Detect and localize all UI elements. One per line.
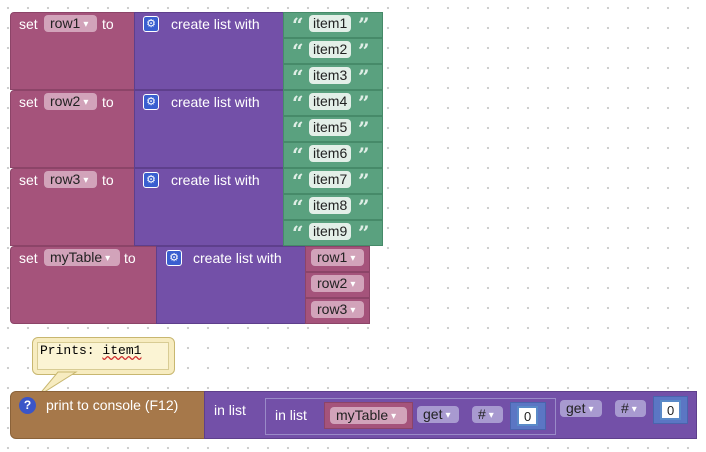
quote-close-icon: ” <box>358 169 370 193</box>
quote-close-icon: ” <box>358 91 370 115</box>
chevron-down-icon: ▾ <box>105 253 111 264</box>
get-mode-dropdown[interactable]: get▾ <box>560 400 602 417</box>
get-mode-dropdown[interactable]: get▾ <box>417 406 459 423</box>
quote-open-icon: “ <box>292 195 304 219</box>
to-label: to <box>102 172 114 188</box>
quote-open-icon: “ <box>292 221 304 245</box>
text-field[interactable]: item8 <box>309 197 352 214</box>
row2-variable-dropdown[interactable]: row2▾ <box>44 93 97 110</box>
gear-icon[interactable]: ⚙ <box>143 172 159 188</box>
quote-close-icon: ” <box>358 39 370 63</box>
chevron-down-icon: ▾ <box>588 404 594 415</box>
gear-icon[interactable]: ⚙ <box>143 94 159 110</box>
row-variable-dropdown[interactable]: row2▾ <box>311 275 364 292</box>
chevron-down-icon: ▾ <box>350 305 356 316</box>
quote-open-icon: “ <box>292 39 304 63</box>
index-type-dropdown[interactable]: #▾ <box>472 406 503 423</box>
quote-open-icon: “ <box>292 117 304 141</box>
create-list-label: create list with <box>193 250 282 266</box>
mytable-variable-dropdown[interactable]: myTable▾ <box>44 249 120 266</box>
text-field[interactable]: item6 <box>309 145 352 162</box>
chevron-down-icon: ▾ <box>488 410 494 421</box>
row1-variable-dropdown[interactable]: row1▾ <box>44 15 97 32</box>
to-label: to <box>102 16 114 32</box>
to-label: to <box>124 250 136 266</box>
comment-textarea[interactable] <box>37 342 169 370</box>
chevron-down-icon: ▾ <box>83 97 89 108</box>
index-input[interactable]: 0 <box>517 406 539 426</box>
in-list-label: in list <box>275 407 307 423</box>
to-label: to <box>102 94 114 110</box>
comment-text: Prints: item1 <box>40 343 142 358</box>
set-label: set <box>19 250 38 266</box>
create-list-block[interactable] <box>134 90 284 168</box>
text-field[interactable]: item3 <box>309 67 352 84</box>
quote-close-icon: ” <box>358 143 370 167</box>
set-label: set <box>19 94 38 110</box>
create-list-label: create list with <box>171 172 260 188</box>
comment-pointer <box>37 371 78 397</box>
chevron-down-icon: ▾ <box>350 253 356 264</box>
text-field[interactable]: item7 <box>309 171 352 188</box>
row3-variable-dropdown[interactable]: row3▾ <box>44 171 97 188</box>
quote-close-icon: ” <box>358 195 370 219</box>
index-input[interactable]: 0 <box>660 400 682 420</box>
print-block[interactable] <box>10 391 206 439</box>
quote-close-icon: ” <box>358 65 370 89</box>
quote-open-icon: “ <box>292 169 304 193</box>
quote-open-icon: “ <box>292 13 304 37</box>
quote-open-icon: “ <box>292 91 304 115</box>
chevron-down-icon: ▾ <box>391 411 397 422</box>
help-icon[interactable]: ? <box>19 397 36 414</box>
set-label: set <box>19 172 38 188</box>
set-label: set <box>19 16 38 32</box>
text-field[interactable]: item4 <box>309 93 352 110</box>
text-field[interactable]: item2 <box>309 41 352 58</box>
quote-open-icon: “ <box>292 143 304 167</box>
gear-icon[interactable]: ⚙ <box>166 250 182 266</box>
gear-icon[interactable]: ⚙ <box>143 16 159 32</box>
create-list-label: create list with <box>171 16 260 32</box>
create-list-label: create list with <box>171 94 260 110</box>
row-variable-dropdown[interactable]: row3▾ <box>311 301 364 318</box>
chevron-down-icon: ▾ <box>83 19 89 30</box>
quote-open-icon: “ <box>292 65 304 89</box>
chevron-down-icon: ▾ <box>350 279 356 290</box>
index-type-dropdown[interactable]: #▾ <box>615 400 646 417</box>
chevron-down-icon: ▾ <box>631 404 637 415</box>
text-field[interactable]: item5 <box>309 119 352 136</box>
mytable-variable-dropdown[interactable]: myTable▾ <box>330 407 407 424</box>
quote-close-icon: ” <box>358 117 370 141</box>
chevron-down-icon: ▾ <box>83 175 89 186</box>
quote-close-icon: ” <box>358 221 370 245</box>
quote-close-icon: ” <box>358 13 370 37</box>
create-list-block[interactable] <box>134 168 284 246</box>
chevron-down-icon: ▾ <box>445 410 451 421</box>
row-variable-dropdown[interactable]: row1▾ <box>311 249 364 266</box>
create-list-block[interactable] <box>134 12 284 90</box>
print-label: print to console (F12) <box>46 397 179 413</box>
text-field[interactable]: item1 <box>309 15 352 32</box>
text-field[interactable]: item9 <box>309 223 352 240</box>
in-list-label: in list <box>214 402 246 418</box>
